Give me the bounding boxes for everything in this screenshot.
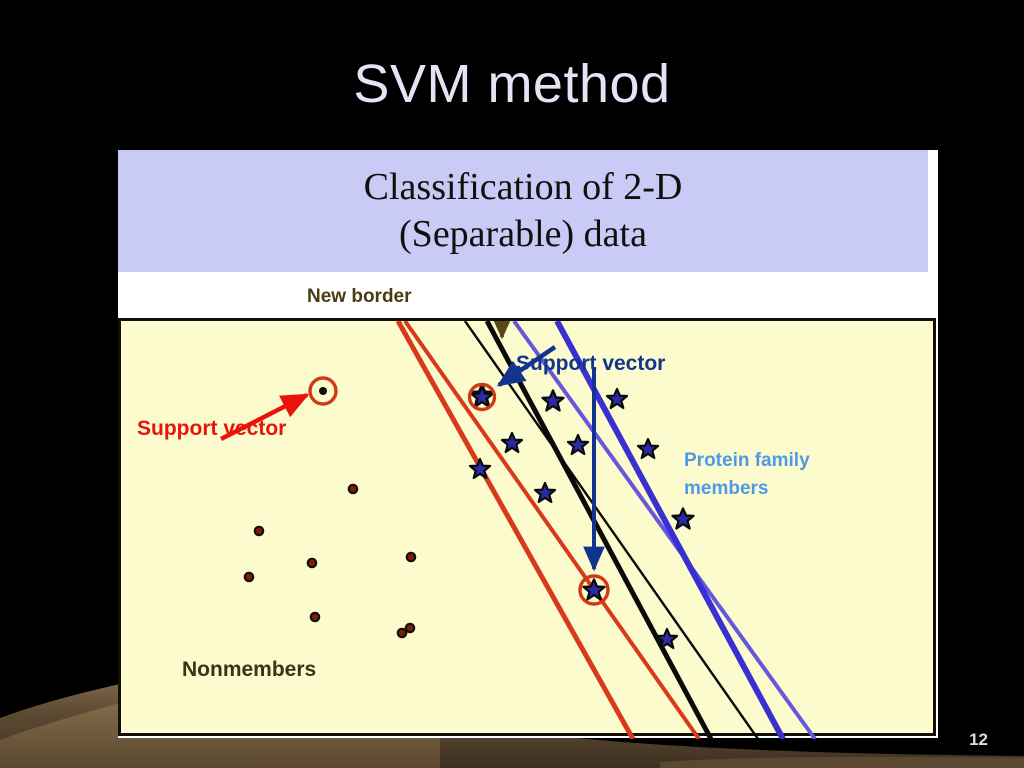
figure-caption: Classification of 2-D (Separable) data — [118, 164, 928, 258]
data-point-nonmember — [405, 551, 417, 563]
data-point-star — [566, 433, 590, 456]
label-nonmembers: Nonmembers — [182, 658, 317, 681]
decision-lines — [395, 321, 817, 739]
decision-line-black-thick — [484, 321, 714, 739]
decision-line-blue-thick — [554, 321, 786, 739]
decision-line-red-margin-2 — [403, 321, 701, 739]
support-vector-circle-blue-lower — [578, 574, 610, 606]
support-vector-dot-red — [319, 387, 327, 395]
data-points-nonmembers — [243, 483, 417, 639]
caption-line-2: (Separable) data — [399, 213, 647, 255]
red-support-vector-arrow — [219, 392, 310, 442]
blue-support-vector-arrow-diagonal — [496, 345, 557, 387]
data-point-nonmember — [347, 483, 359, 495]
data-point-nonmember — [243, 571, 255, 583]
data-point-star-support — [582, 578, 606, 601]
data-point-star — [655, 627, 679, 650]
label-support-vector-blue: Support vector — [516, 352, 666, 375]
support-vector-circle-red — [308, 376, 338, 406]
data-point-nonmember — [396, 627, 408, 639]
data-point-nonmember — [306, 557, 318, 569]
figure-caption-band: Classification of 2-D (Separable) data — [118, 150, 928, 272]
figure-panel: Classification of 2-D (Separable) data — [118, 150, 938, 739]
label-protein-family-members: Protein family members — [684, 450, 810, 499]
label-new-border: New border — [307, 286, 412, 307]
data-point-nonmember — [253, 525, 265, 537]
page-number: 12 — [969, 730, 988, 749]
data-point-star — [468, 457, 492, 480]
support-vector-circle-blue-upper — [467, 382, 497, 412]
callout-arrows — [219, 321, 605, 572]
data-point-star — [541, 389, 565, 412]
data-point-star — [533, 481, 557, 504]
plot-svg — [219, 321, 817, 739]
data-point-star — [605, 387, 629, 410]
support-vector-circles — [308, 376, 610, 606]
page-title: SVM method — [353, 54, 671, 114]
data-points-protein-family — [468, 383, 695, 650]
data-point-star — [671, 507, 695, 530]
data-point-nonmember — [309, 611, 321, 623]
data-point-star — [500, 431, 524, 454]
data-point-star-support — [470, 385, 494, 408]
label-support-vector-red: Support vector — [137, 417, 287, 440]
data-point-nonmember — [404, 622, 416, 634]
decision-line-black-thin — [464, 321, 759, 739]
decision-line-red-margin-1 — [395, 321, 636, 739]
data-point-star — [636, 437, 660, 460]
decision-line-blue-light — [512, 321, 817, 739]
scatter-plot-area — [118, 318, 936, 739]
caption-line-1: Classification of 2-D — [363, 166, 683, 208]
